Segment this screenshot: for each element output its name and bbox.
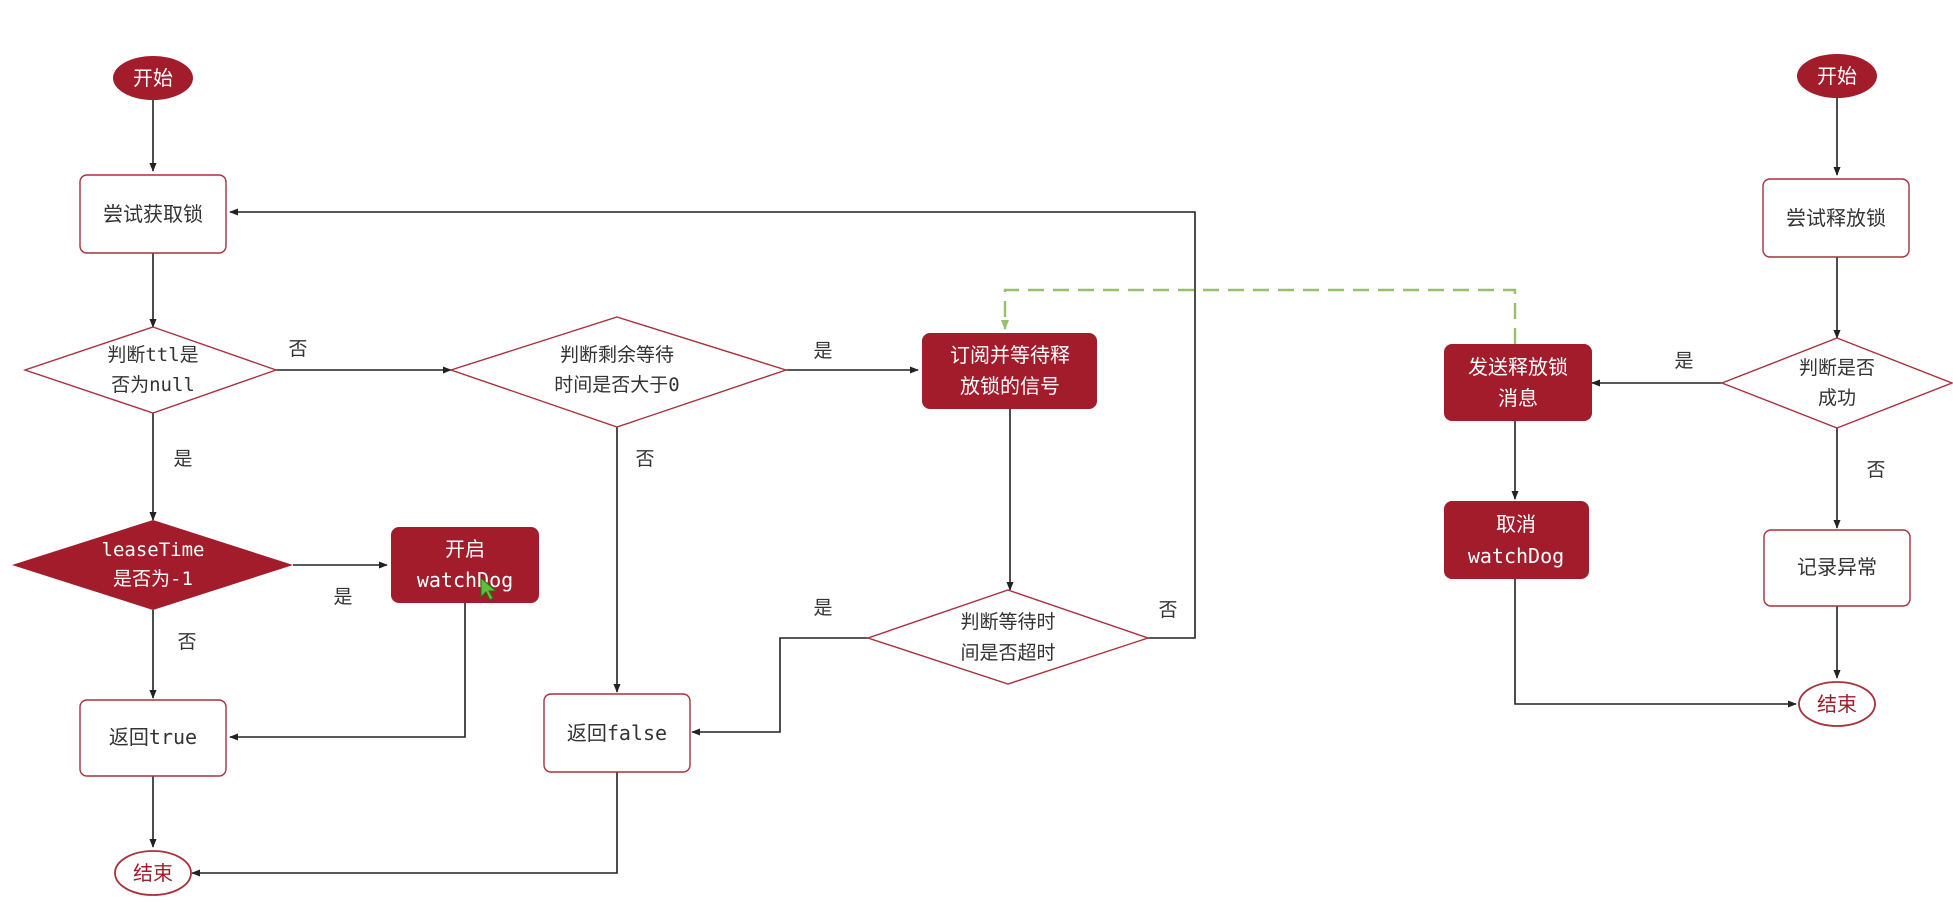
try-lock-label: 尝试获取锁 — [103, 202, 203, 226]
connectors-lock — [149, 100, 1196, 877]
ttl-check-diamond: 判断ttl是 否为null — [22, 326, 279, 414]
subscribe-box: 订阅并等待释 放锁的信号 — [922, 333, 1097, 409]
end-node-label: 结束 — [133, 861, 173, 885]
lease-check-line1: leaseTime — [102, 539, 205, 561]
cancel-watchdog-line2: watchDog — [1468, 544, 1564, 568]
wait-time-check-diamond: 判断剩余等待 时间是否大于0 — [448, 316, 789, 428]
watchdog-start-line1: 开启 — [445, 537, 485, 561]
edge-label-ttl-no: 否 — [288, 338, 307, 360]
edge-label-lease-yes: 是 — [333, 586, 352, 608]
success-check-diamond: 判断是否 成功 — [1720, 337, 1953, 429]
edge-label-ttl-yes: 是 — [173, 448, 192, 470]
edge-returnfalse-to-end — [191, 772, 618, 877]
watchdog-start-line2: watchDog — [417, 568, 513, 592]
timeout-check-line2: 间是否超时 — [960, 642, 1055, 664]
watchdog-start-box: 开启 watchDog — [391, 527, 539, 603]
edge-label-success-yes: 是 — [1674, 350, 1693, 372]
return-false-box: 返回false — [543, 693, 691, 773]
send-release-line2: 消息 — [1498, 386, 1538, 410]
wait-time-check-line2: 时间是否大于0 — [554, 374, 679, 396]
try-lock-box: 尝试获取锁 — [79, 174, 227, 254]
success-check-line2: 成功 — [1818, 387, 1856, 409]
edge-label-timeout-no: 否 — [1158, 599, 1177, 621]
return-true-box: 返回true — [79, 699, 227, 777]
edge-timeout-to-trylock — [229, 208, 1196, 639]
wait-time-check-line1: 判断剩余等待 — [560, 344, 674, 366]
edge-label-wait-yes: 是 — [813, 340, 832, 362]
subscribe-line2: 放锁的信号 — [960, 374, 1060, 398]
edge-label-wait-no: 否 — [635, 448, 654, 470]
cancel-watchdog-line1: 取消 — [1496, 512, 1536, 536]
lease-check-diamond: leaseTime 是否为-1 — [12, 520, 293, 610]
edge-label-success-no: 否 — [1866, 459, 1885, 481]
return-true-label: 返回true — [109, 725, 197, 749]
connectors-unlock — [1511, 98, 1841, 708]
edge-label-lease-no: 否 — [177, 631, 196, 653]
end-node: 结束 — [114, 850, 192, 896]
unlock-end-node: 结束 — [1798, 681, 1876, 727]
send-release-line1: 发送释放锁 — [1468, 355, 1568, 379]
lease-check-line2: 是否为-1 — [113, 568, 193, 590]
subscribe-line1: 订阅并等待释 — [950, 343, 1070, 367]
send-release-box: 发送释放锁 消息 — [1444, 344, 1592, 421]
ttl-check-line1: 判断ttl是 — [107, 344, 198, 366]
edge-label-timeout-yes: 是 — [813, 597, 832, 619]
try-unlock-box: 尝试释放锁 — [1762, 178, 1910, 258]
edge-labels: 否 是 是 否 是 否 是 否 是 否 — [173, 338, 1885, 653]
unlock-start-node: 开始 — [1797, 54, 1877, 98]
edge-release-signal-dashed — [1001, 288, 1517, 344]
edge-watchdog-to-returntrue — [229, 603, 466, 741]
timeout-check-diamond: 判断等待时 间是否超时 — [865, 589, 1151, 685]
ttl-check-line2: 否为null — [111, 374, 195, 396]
log-exception-box: 记录异常 — [1763, 529, 1911, 607]
log-exception-label: 记录异常 — [1797, 555, 1877, 579]
return-false-label: 返回false — [567, 721, 667, 745]
unlock-start-label: 开始 — [1817, 64, 1857, 88]
mouse-cursor-icon — [480, 576, 498, 601]
try-unlock-label: 尝试释放锁 — [1786, 206, 1886, 230]
unlock-end-label: 结束 — [1817, 692, 1857, 716]
timeout-check-line1: 判断等待时 — [960, 611, 1055, 633]
start-node: 开始 — [113, 56, 193, 100]
cancel-watchdog-box: 取消 watchDog — [1444, 501, 1589, 579]
start-node-label: 开始 — [133, 66, 173, 90]
edge-timeout-to-returnfalse — [691, 637, 868, 736]
edge-cancel-to-uend — [1514, 579, 1797, 708]
success-check-line1: 判断是否 — [1799, 357, 1875, 379]
